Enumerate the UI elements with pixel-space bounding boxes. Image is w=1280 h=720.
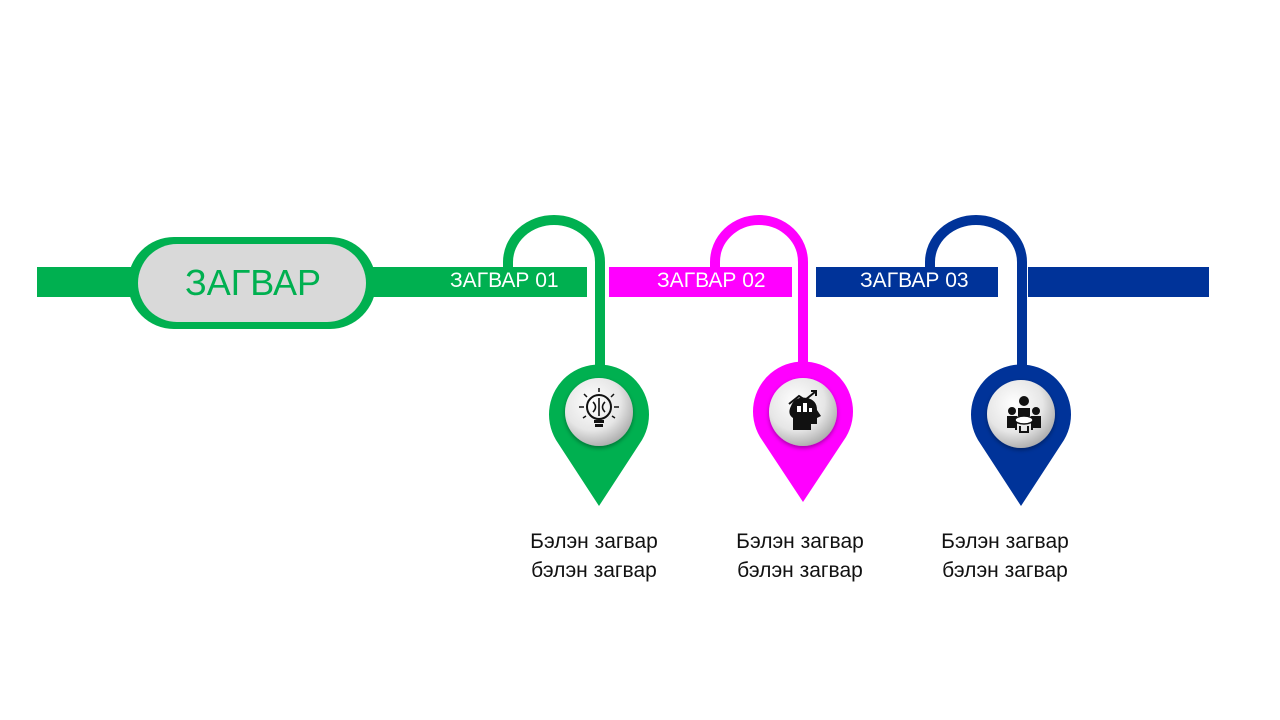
step-3-caption-line-1: Бэлэн загвар <box>941 530 1069 553</box>
step-2-caption: Бэлэн загвар бэлэн загвар <box>710 527 890 585</box>
step-1-caption: Бэлэн загвар бэлэн загвар <box>504 527 684 585</box>
step-3-caption-line-2: бэлэн загвар <box>942 559 1068 582</box>
step-2-caption-line-1: Бэлэн загвар <box>736 530 864 553</box>
magenta-timeline-bar <box>609 267 792 297</box>
navy-timeline-bar-end <box>1028 267 1209 297</box>
step-3-caption: Бэлэн загвар бэлэн загвар <box>915 527 1095 585</box>
step-2-label: ЗАГВАР 02 <box>657 269 766 292</box>
step-1-caption-line-2: бэлэн загвар <box>531 559 657 582</box>
magenta-hook-connector <box>710 215 808 372</box>
navy-hook-connector <box>925 215 1027 372</box>
green-hook-connector <box>503 215 605 372</box>
main-title-pill-inner <box>138 244 366 322</box>
team-meeting-icon <box>1007 396 1041 433</box>
step-1-caption-line-1: Бэлэн загвар <box>530 530 658 553</box>
navy-timeline-bar <box>816 267 998 297</box>
lightbulb-brain-icon <box>579 388 619 427</box>
head-growth-chart-icon <box>788 390 821 430</box>
step-2-caption-line-2: бэлэн загвар <box>737 559 863 582</box>
step-1-label: ЗАГВАР 01 <box>450 269 559 292</box>
main-title: ЗАГВАР <box>184 262 322 303</box>
step-3-label: ЗАГВАР 03 <box>860 269 969 292</box>
